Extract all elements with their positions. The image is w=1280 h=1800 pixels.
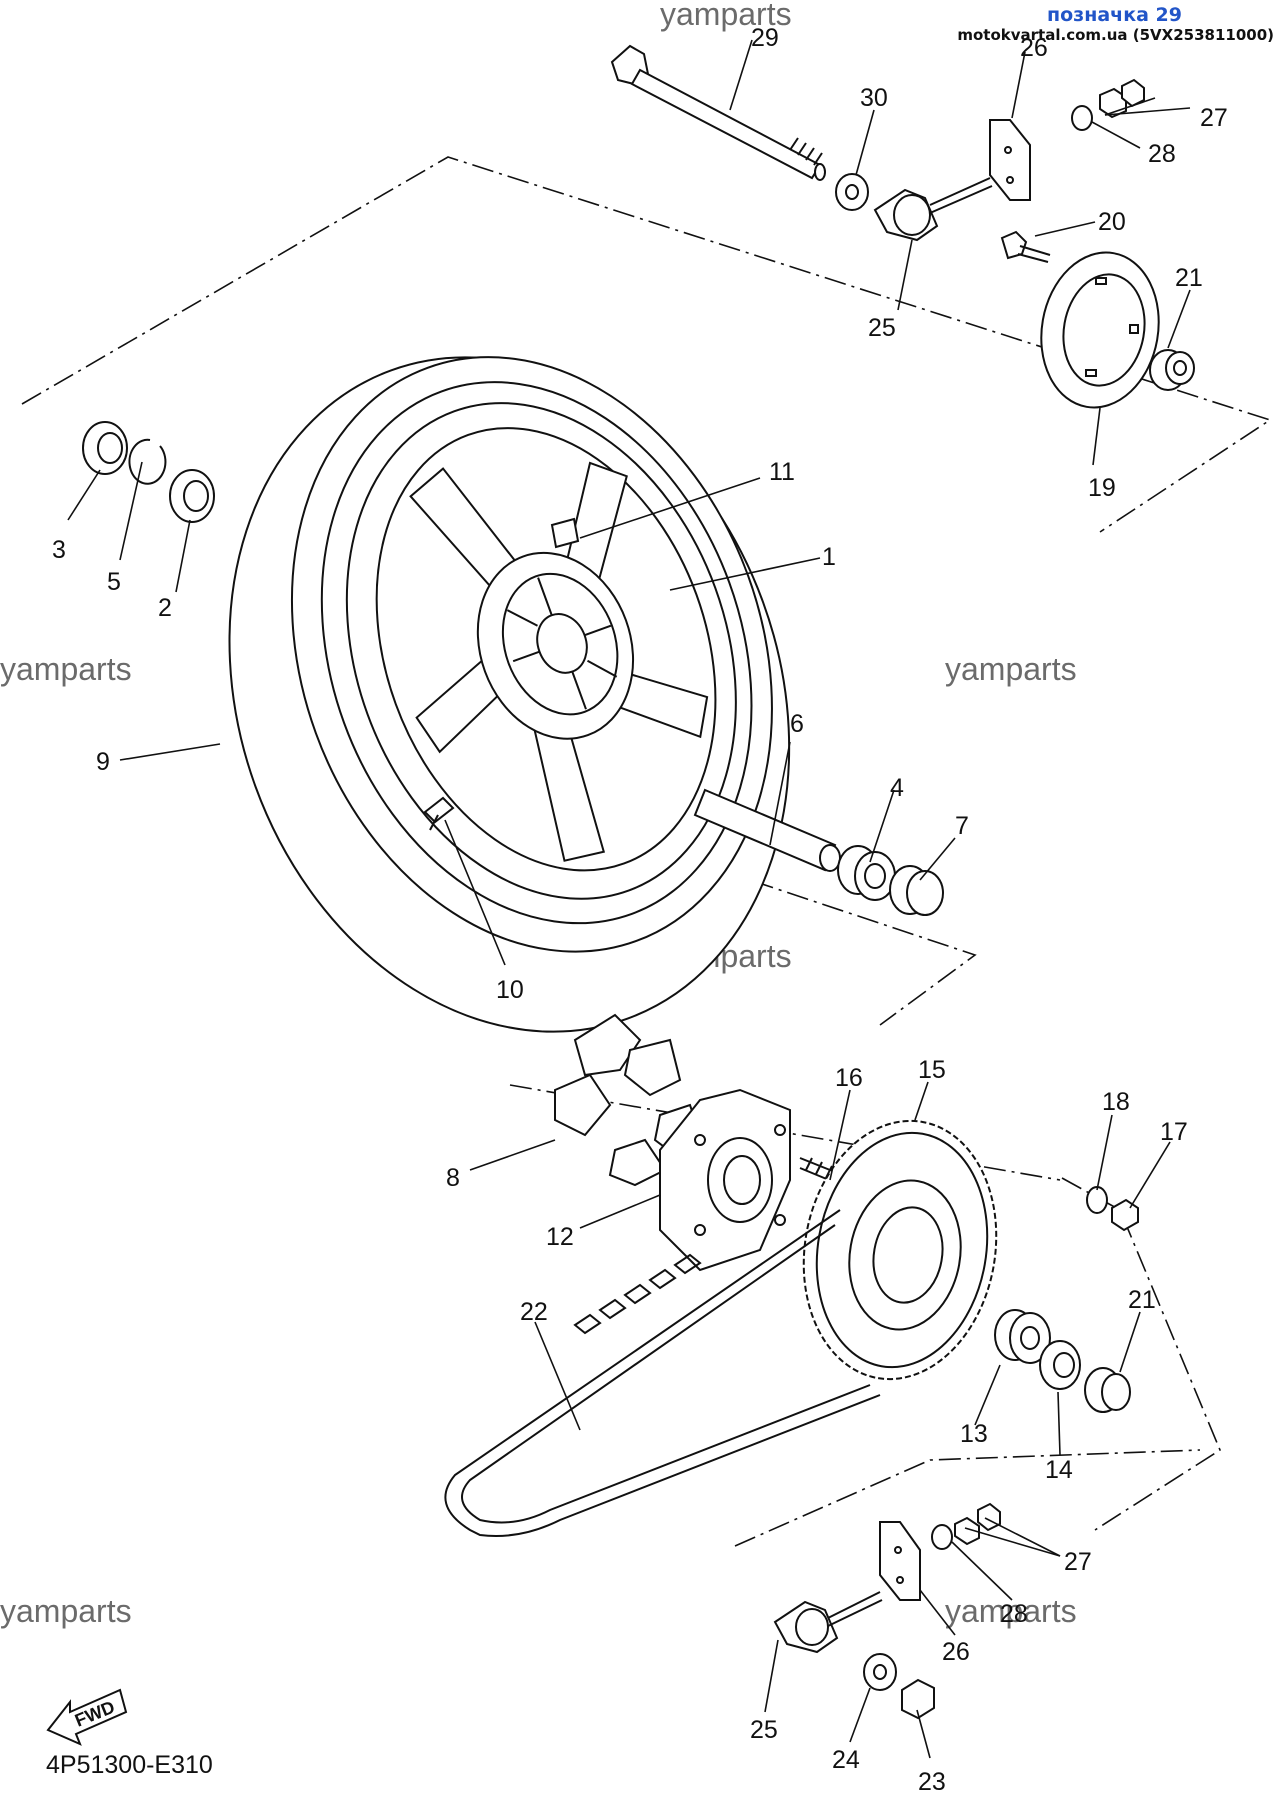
callout-10: 10 [496,976,524,1004]
header-subtitle: motokvartal.com.ua (5VX253811000) [957,26,1274,44]
callout-21-upper: 21 [1175,264,1203,292]
callout-25-upper: 25 [868,314,896,342]
bearing-center [837,845,896,901]
rim-inner [345,402,737,900]
brake-disc-bracket [1040,251,1160,409]
bearing-left [169,469,215,523]
callout-26-upper: 26 [1020,34,1048,62]
rim-well [375,427,717,872]
callout-1: 1 [822,543,836,571]
callout-26-lower: 26 [942,1638,970,1666]
washer-upper [1071,105,1093,131]
watermark-top: yamparts [660,0,792,32]
lock-nuts-upper [1099,78,1145,119]
oil-seal-left [82,421,128,475]
chain-puller-upper [873,177,993,242]
axle-nut [901,1678,935,1720]
axle-boundary-line [21,156,1272,533]
callout-22: 22 [520,1298,548,1326]
lower-adjuster-boundary-line [734,1449,1201,1547]
rim-flange [320,381,753,925]
axle-washer-lower [863,1653,897,1691]
axle-shaft [610,44,826,181]
rear-sprocket [802,1119,998,1381]
callout-5: 5 [107,568,121,596]
clutch-hub [659,1088,791,1272]
callout-25-lower: 25 [750,1716,778,1744]
callout-9: 9 [96,748,110,776]
callout-30: 30 [860,84,888,112]
callout-14: 14 [1045,1456,1073,1484]
oil-seal-sprocket-side [1039,1340,1081,1390]
forward-arrow-icon: FWD [46,1688,128,1746]
callout-6: 6 [790,710,804,738]
washer-lower [931,1524,953,1550]
callout-16: 16 [835,1064,863,1092]
watermark-right: yamparts [945,651,1077,687]
callout-28-lower: 28 [1000,1600,1028,1628]
axle-washer [835,173,869,211]
collar-upper [1149,349,1195,391]
caliper-bracket-bolt [1000,230,1051,263]
leader-lines [67,39,1191,1759]
sprocket-boundary-line [1061,1177,1221,1531]
drive-chain [444,1209,881,1537]
hub-ring [501,572,619,716]
callout-24: 24 [832,1746,860,1774]
collar-center [889,865,944,916]
callout-27-lower: 27 [1064,1548,1092,1576]
callout-3: 3 [52,536,66,564]
watermark-left: yamparts [0,651,132,687]
sprocket-nut [1111,1198,1139,1232]
adjuster-plate-upper [989,119,1031,201]
callout-27-upper: 27 [1200,104,1228,132]
header-title: позначка 29 [1047,4,1182,26]
collar-lower [1084,1367,1131,1413]
callout-18: 18 [1102,1088,1130,1116]
callout-2: 2 [158,594,172,622]
callout-12: 12 [546,1223,574,1251]
drawing-code: 4P51300-E310 [46,1751,213,1779]
circlip [128,438,167,485]
lock-nuts-lower [954,1502,1001,1546]
callout-21-lower: 21 [1128,1286,1156,1314]
rear-wheel-assembly [228,356,791,1033]
callout-19: 19 [1088,474,1116,502]
adjuster-plate-lower [879,1521,921,1601]
callout-28-upper: 28 [1148,140,1176,168]
callout-20: 20 [1098,208,1126,236]
callout-15: 15 [918,1056,946,1084]
callout-8: 8 [446,1164,460,1192]
balance-weight [550,517,580,549]
callout-23: 23 [918,1768,946,1796]
valve-stem [423,796,455,831]
callout-29: 29 [751,24,779,52]
callout-7: 7 [955,812,969,840]
chain-puller-lower [773,1591,883,1654]
sprocket-washer [1086,1186,1108,1214]
callout-11: 11 [769,458,795,486]
callout-4: 4 [890,774,904,802]
callout-13: 13 [960,1420,988,1448]
callout-labels: 29 30 26 27 28 20 21 25 19 11 1 3 5 2 9 … [52,24,1228,1796]
bearing-sprocket-side [994,1309,1051,1364]
watermark-bottom-left: yamparts [0,1593,132,1629]
callout-17: 17 [1160,1118,1188,1146]
spacer [693,788,841,872]
